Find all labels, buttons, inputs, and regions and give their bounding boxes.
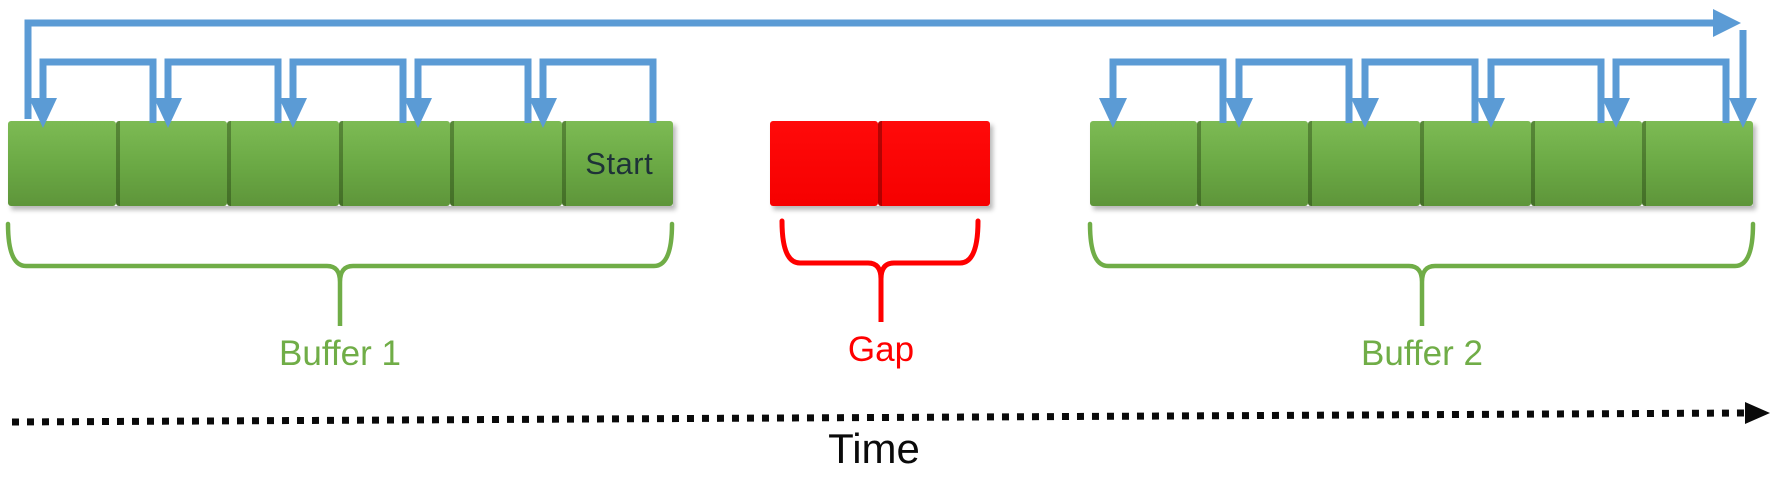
- start-cell-label: Start: [585, 145, 654, 181]
- buffer-1-cell-4: [338, 121, 450, 206]
- buffer-2-cell-4: [1419, 121, 1531, 206]
- buffer-1-cell-1: [8, 121, 116, 206]
- buffer-2-cell-3: [1308, 121, 1420, 206]
- gap-cell-1: [770, 121, 878, 206]
- gap-cell-2: [878, 121, 990, 206]
- gap-block: [770, 121, 990, 206]
- buffer-1-cell-3: [227, 121, 339, 206]
- buffer-2-block: [1090, 121, 1754, 206]
- buffer-2-cell-2: [1197, 121, 1309, 206]
- buffer-2-cell-6: [1641, 121, 1754, 206]
- buffer-1-label: Buffer 1: [279, 334, 401, 373]
- buffer-2-label: Buffer 2: [1361, 334, 1483, 373]
- buffer-1-cell-6: Start: [561, 121, 673, 206]
- buffer-2-cell-1: [1090, 121, 1198, 206]
- time-label: Time: [828, 425, 920, 472]
- buffer-1-cell-2: [115, 121, 227, 206]
- buffer-1-cell-5: [450, 121, 562, 206]
- buffer-2-cell-5: [1530, 121, 1642, 206]
- gap-label: Gap: [847, 330, 915, 369]
- buffer-1-block: Start: [8, 121, 673, 206]
